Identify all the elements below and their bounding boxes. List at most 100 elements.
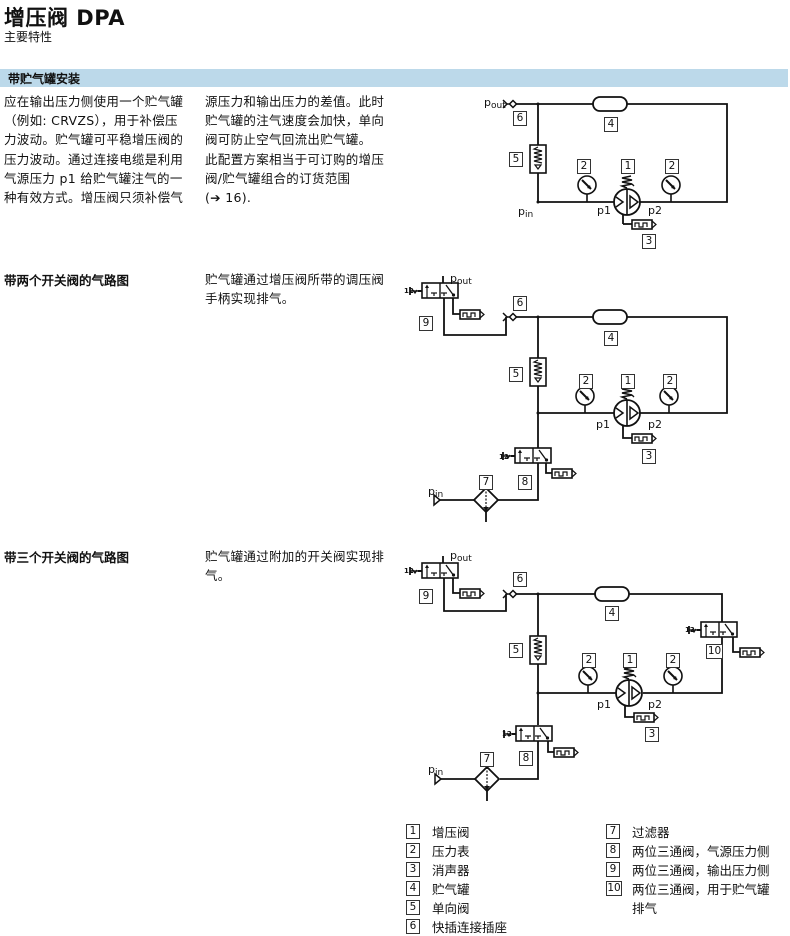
pipe-exhaust (624, 706, 634, 718)
component-number-label: 2 (582, 653, 596, 668)
text-line: 种有效方式。增压阀只须补偿气 (4, 190, 184, 206)
component-number-label: 3 (642, 449, 656, 464)
silencer-symbol (631, 219, 657, 230)
section-title: 带贮气罐安装 (8, 72, 81, 86)
p1-label: p1 (597, 204, 611, 217)
silencer-symbol (633, 712, 659, 723)
legend-item-continued: 排气 (632, 901, 658, 916)
p2-label: p2 (648, 698, 662, 711)
tank-symbol (592, 309, 628, 325)
p-out-label: pout (484, 96, 506, 112)
p-in-label: pin (518, 205, 534, 221)
pilot-port-label: 12 (685, 626, 695, 634)
p2-label: p2 (648, 204, 662, 217)
text-line: 阀可防止空气回流出贮气罐。 (205, 132, 372, 148)
valve-3-2-way-symbol (688, 621, 738, 638)
pipe-valve8-in (498, 463, 539, 501)
silencer-symbol (553, 747, 579, 758)
text-line: 手柄实现排气。 (205, 291, 295, 307)
valve-3-2-way-symbol (409, 562, 459, 579)
check-valve-symbol (529, 635, 547, 665)
booster-valve-symbol (613, 386, 641, 427)
pressure-gauge-symbol (575, 386, 595, 414)
component-number-label: 1 (623, 653, 637, 668)
component-number-label: 2 (665, 159, 679, 174)
component-number-label: 7 (480, 752, 494, 767)
component-number-label: 2 (577, 159, 591, 174)
component-number-label: 8 (519, 751, 533, 766)
component-number-label: 4 (605, 606, 619, 621)
two-valves-text: 贮气罐通过增压阀所带的调压阀 手柄实现排气。 (205, 270, 395, 308)
tank-symbol (592, 96, 628, 112)
pipe-valve9-exhaust (452, 578, 460, 594)
pilot-port-label: 12 (404, 567, 414, 575)
text-line: 气。 (205, 568, 231, 584)
pipe-valve8-exhaust (545, 463, 552, 474)
silencer-symbol (631, 433, 657, 444)
pressure-gauge-symbol (661, 175, 681, 203)
component-number-label: 3 (642, 234, 656, 249)
pipe-valve8-in (500, 741, 539, 780)
pipe-valve8-exhaust (547, 741, 554, 753)
pipe-valve9 (443, 578, 507, 612)
pressure-gauge-symbol (659, 386, 679, 414)
pipe-valve10-exhaust (732, 637, 740, 653)
booster-valve-symbol (613, 175, 641, 216)
pilot-port-label: 12 (499, 453, 509, 461)
p1-label: p1 (597, 698, 611, 711)
text-line: 应在输出压力侧使用一个贮气罐 (4, 94, 184, 109)
three-valves-heading: 带三个开关阀的气路图 (4, 550, 130, 565)
p-out-label: pout (450, 549, 472, 565)
p2-label: p2 (648, 418, 662, 431)
component-number-label: 4 (604, 117, 618, 132)
pilot-port-label: 12 (404, 287, 414, 295)
component-number-label: 8 (518, 475, 532, 490)
component-number-label: 4 (604, 331, 618, 346)
text-line: 气源压力 p1 给贮气罐注气的一 (4, 170, 183, 186)
component-number-label: 2 (663, 374, 677, 389)
page-subtitle: 主要特性 (4, 30, 53, 44)
valve-3-2-way-symbol (502, 447, 552, 464)
silencer-symbol (551, 468, 577, 479)
page-title: 增压阀 DPA (4, 6, 125, 30)
pilot-port-label: 12 (502, 730, 512, 738)
component-number-label: 3 (645, 727, 659, 742)
component-number-label: 5 (509, 152, 523, 167)
tank-symbol (594, 586, 630, 602)
silencer-symbol (459, 588, 485, 599)
pipe-valve9-exhaust (452, 298, 460, 315)
check-valve-symbol (529, 144, 547, 174)
text-line: 阀/贮气罐组合的订货范围 (205, 170, 351, 186)
component-number-label: 2 (666, 653, 680, 668)
intro-paragraph-right: 源压力和输出压力的差值。此时 贮气罐的注气速度会加快，单向 阀可防止空气回流出贮… (205, 92, 395, 207)
component-number-label: 6 (513, 296, 527, 311)
silencer-symbol (459, 309, 485, 320)
booster-valve-symbol (615, 666, 643, 707)
two-valves-heading: 带两个开关阀的气路图 (4, 273, 130, 288)
pipe-valve9 (443, 298, 507, 336)
pipe-top (515, 593, 723, 622)
component-number-label: 9 (419, 316, 433, 331)
p-out-label: pout (450, 272, 472, 288)
page-reference-link[interactable]: (➔ 16). (205, 190, 252, 206)
text-line: 源压力和输出压力的差值。此时 (205, 94, 385, 109)
component-number-label: 2 (579, 374, 593, 389)
p-in-label: pin (428, 763, 444, 779)
silencer-symbol (739, 647, 765, 658)
component-number-label: 6 (513, 111, 527, 126)
text-line: 贮气罐通过增压阀所带的调压阀 (205, 272, 385, 287)
text-line: 贮气罐通过附加的开关阀实现排 (205, 549, 385, 564)
p1-label: p1 (596, 418, 610, 431)
pressure-gauge-symbol (663, 666, 683, 694)
